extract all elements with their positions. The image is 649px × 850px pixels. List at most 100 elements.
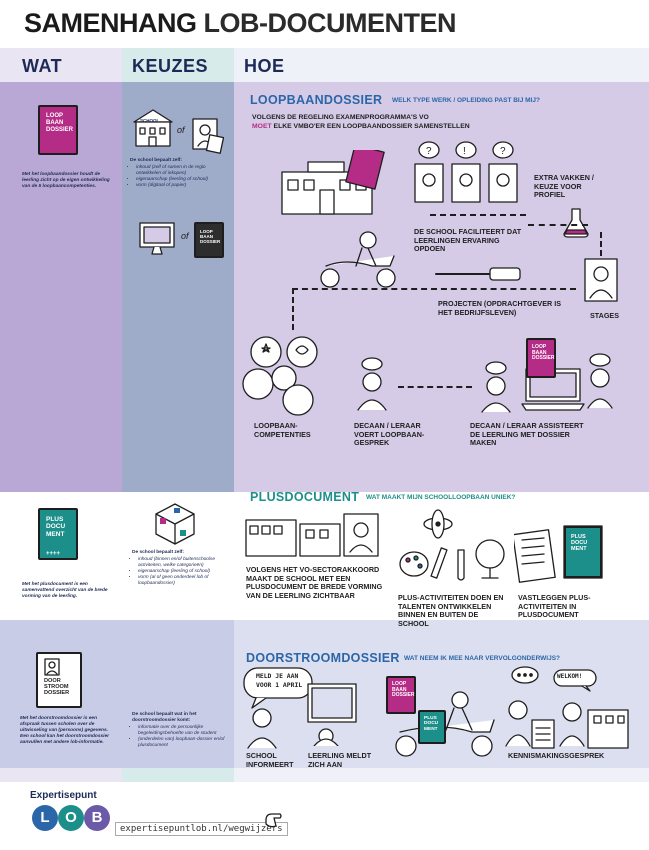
mini-book-label: LOOP BAAN DOSSIER [532,344,555,362]
plus-keuzes-list: inhoud (binnen en/of buitenschoolse acti… [132,557,228,587]
loopbaan-intro-line-2: MOET ELKE VMBO'ER EEN LOOPBAANDOSSIER SA… [252,123,470,132]
of-label-2: of [181,231,189,241]
caption-plus-activiteiten: PLUS-ACTIVITEITEN DOEN EN TALENTEN ONTWI… [398,593,504,628]
caption-projecten: PROJECTEN (OPDRACHTGEVER IS HET BEDRIJFS… [438,299,562,317]
caption-decaan-gesprek: DECAAN / LERAAR VOERT LOOPBAAN-GESPREK [354,421,425,448]
career-options-icon: ? ! ? [414,141,518,203]
scooter-rider-icon [320,231,396,288]
student-portrait-icon [192,118,224,154]
keuze-item: inhoud (binnen en/of buitenschoolse acti… [138,557,228,569]
stages-portrait-icon [584,258,618,302]
mini-book-label: PLUS DOCU MENT [424,716,439,732]
mini-book-label: LOOP BAAN DOSSIER [392,681,415,699]
bubble-welkom: WELKOM! [557,673,583,680]
dots-bubble-icon [511,666,539,684]
column-header-keuzes: KEUZES [132,56,209,76]
moet-emphasis: MOET [252,123,272,130]
title-part-1: SAMENHANG [24,8,204,38]
logo-letter-l: L [32,805,58,831]
loopbaandossier-mini-book: LOOP BAAN DOSSIER [526,338,556,378]
keuze-item: eigenaarschap (leerling of school) [138,569,228,575]
book-label: PLUS DOCU MENT [46,516,66,538]
flow-arrow [430,214,526,216]
footer-url-link[interactable]: expertisepuntlob.nl/wegwijzers [115,822,288,836]
computer-monitor-icon [139,222,175,255]
assistant-icon [481,361,511,413]
welkom-bubble-icon [553,669,597,692]
flow-arrow [528,224,588,226]
plusdocument-book: PLUS DOCU MENT ++++ [38,508,78,560]
screwdriver-icon [435,267,521,281]
caption-kennismaking: KENNISMAKINGSGESPREK [508,751,605,760]
flask-icon [563,208,589,238]
speech-bubble-icon [243,667,313,709]
keuze-item: vorm (al of geen onderdeel lob of loopba… [138,575,228,587]
svg-text:?: ? [500,146,506,157]
loopbaan-keuzes-head: De school bepaalt zelf: [130,158,182,163]
student-laptop-icon [307,683,357,746]
keuze-item: (onderdelen van) loopbaan-dossier en/of … [138,737,228,749]
student-icon [587,353,613,409]
loopbaandossier-book: LOOP BAAN DOSSIER [38,105,78,155]
plus-keuzes-head: De school bepaalt zelf: [132,550,184,555]
school-with-student-icon [281,150,385,215]
caption-competenties: LOOPBAAN-COMPETENTIES [254,421,311,439]
mini-book-label: PLUS DOCU MENT [571,534,588,553]
plusdocument-book-small: PLUS DOCU MENT [418,710,446,744]
title-part-2: LOB-DOCUMENTEN [203,8,457,38]
logo-letter-o: O [58,805,84,831]
book-marks: ++++ [46,551,61,557]
svg-text:?: ? [426,146,432,157]
loopbaan-wat-text: Met het loopbaandossier houdt de leerlin… [22,172,110,189]
plusdocument-mini-book: PLUS DOCU MENT [564,526,602,578]
book-label: LOOP BAAN DOSSIER [46,113,74,133]
caption-vastleggen: VASTLEGGEN PLUS-ACTIVITEITEN IN PLUSDOCU… [518,593,591,620]
caption-sectorakkoord: VOLGENS HET VO-SECTORAKKOORD MAAKT DE SC… [246,565,383,600]
loopbaan-intro-line-1: VOLGENS DE REGELING EXAMENPROGRAMMA'S VO [252,114,429,121]
page-title: SAMENHANG LOB-DOCUMENTEN [24,8,457,39]
competencies-cluster-icon [242,336,318,416]
door-title: DOORSTROOMDOSSIER [246,651,400,665]
column-header-hoe: HOE [244,56,285,76]
door-question: WAT NEEM IK MEE NAAR VERVOLGONDERWIJS? [404,655,561,662]
caption-faciliteert: DE SCHOOL FACILITEERT DAT LEERLINGEN ERV… [414,227,522,254]
activities-icon [399,509,505,581]
loopbaan-keuzes-list: inhoud (zelf of samen in de regio ontwik… [130,165,228,189]
keuze-item: informatie over de persoonlijke begeleid… [138,725,228,737]
loopbaan-band-hoe [234,82,649,492]
caption-stages: STAGES [590,311,620,320]
counselor-icon [357,357,387,411]
footer-brand: Expertisepunt [30,790,97,801]
loopbaandossier-book-small: LOOP BAAN DOSSIER [386,676,416,714]
schools-row-icon [245,513,379,557]
flow-arrow [600,232,602,256]
of-label-1: of [177,125,185,135]
school-building-icon [133,109,173,147]
keuze-item: vorm (digitaal of papier) [136,183,228,189]
flow-arrow [398,386,472,388]
cube-icon [155,503,195,545]
doorstroomdossier-doc: DOOR STROOM DOSSIER [36,652,82,708]
school-staff-icon [247,708,277,749]
intake-meeting-icon [505,700,629,749]
school-sign: SCHOOL [140,118,160,123]
caption-extra-vakken: EXTRA VAKKEN / KEUZE VOOR PROFIEL [534,173,594,200]
flow-arrow [292,288,294,330]
loopbaan-question: WELK TYPE WERK / OPLEIDING PAST BIJ MIJ? [392,97,540,104]
id-photo-icon [44,658,60,676]
flow-arrow [292,288,576,290]
dossier-map-icon: LOOP BAAN DOSSIER [194,222,224,258]
plus-wat-text: Met het plusdocument is een samenvattend… [22,582,108,599]
column-header-wat: WAT [22,56,63,76]
keuze-item: eigenaarschap (leerling of school) [136,177,228,183]
loopbaan-title: LOOPBAANDOSSIER [250,93,383,107]
caption-school-informeert: SCHOOL INFORMEERT [246,751,294,769]
door-wat-text: Met het doorstroomdossier is een afspraa… [20,716,110,745]
bubble-meld-aan: MELD JE AAN VOOR 1 APRIL [256,672,303,689]
scooter-with-dossiers-icon [395,691,495,757]
mini-book-label: LOOP BAAN DOSSIER [200,229,221,244]
logo-letter-b: B [84,805,110,831]
doc-label: DOOR STROOM DOSSIER [44,678,70,697]
plus-question: WAT MAAKT MIJN SCHOOLLOOPBAAN UNIEK? [366,494,516,501]
loopbaan-intro-rest: ELKE VMBO'ER EEN LOOPBAANDOSSIER SAMENST… [273,123,470,130]
